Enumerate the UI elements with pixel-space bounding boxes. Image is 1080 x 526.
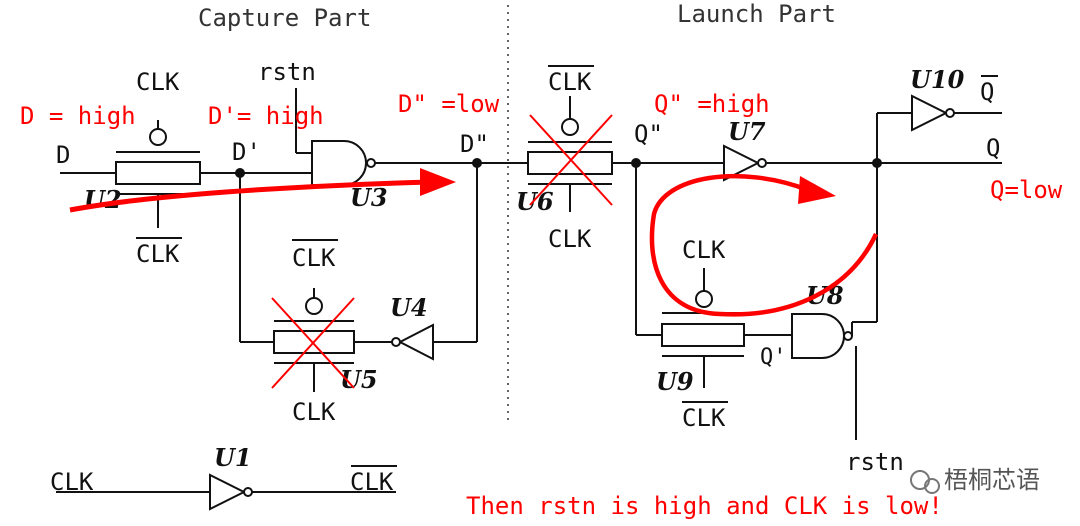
u1-clkbar-label: CLK <box>350 468 394 496</box>
ddprime-label: D" <box>460 130 489 158</box>
u8-rstn-label: rstn <box>846 448 904 476</box>
u2-clkbar-label: CLK <box>136 240 180 268</box>
qdprime-high-annotation: Q" =high <box>654 90 770 118</box>
ddprime-low-annotation: D" =low <box>398 90 500 118</box>
caption-annotation: Then rstn is high and CLK is low! <box>466 492 943 520</box>
u3-label: U3 <box>350 183 388 212</box>
q-low-annotation: Q=low <box>990 176 1063 204</box>
u8-nand-gate <box>791 313 853 359</box>
u9-clk-label: CLK <box>682 236 726 264</box>
qbar-label: Q <box>980 78 994 106</box>
launch-loop-arrow <box>649 173 879 317</box>
watermark: 梧桐芯语 <box>910 466 1040 494</box>
capture-flow-arrow <box>69 168 456 213</box>
u2-label: U2 <box>84 185 122 214</box>
u2-clk-label: CLK <box>136 68 180 96</box>
launch-part-title: Launch Part <box>677 0 836 28</box>
watermark-text: 梧桐芯语 <box>944 466 1040 494</box>
u1-inverter <box>209 473 253 511</box>
u5-clk-label: CLK <box>292 398 336 426</box>
dprime-high-annotation: D'= high <box>208 102 324 130</box>
u1-label: U1 <box>214 443 252 472</box>
u4-inverter <box>391 323 434 361</box>
dprime-label: D' <box>232 138 261 166</box>
u6-clkbar-label: CLK <box>548 68 592 96</box>
qdprime-label: Q" <box>634 120 663 148</box>
u4-label: U4 <box>390 293 428 322</box>
u9-clkbar-label: CLK <box>682 404 726 432</box>
u7-label: U7 <box>728 117 766 146</box>
u3-nand-gate <box>311 140 376 186</box>
d-input-label: D <box>56 141 70 169</box>
u10-label: U10 <box>910 65 965 94</box>
u2-transmission-gate <box>115 120 201 228</box>
u5-disabled-cross <box>271 297 355 389</box>
u9-transmission-gate <box>661 268 745 388</box>
u5-transmission-gate <box>273 288 355 392</box>
capture-part-title: Capture Part <box>198 4 371 32</box>
q-label: Q <box>986 134 1000 162</box>
wechat-icon <box>910 470 930 490</box>
qprime-label: Q' <box>760 345 787 370</box>
u9-label: U9 <box>656 367 694 396</box>
d-high-annotation: D = high <box>20 102 136 130</box>
u10-inverter <box>911 94 955 132</box>
u6-label: U6 <box>516 187 554 216</box>
u5-clkbar-label: CLK <box>292 244 336 272</box>
u6-disabled-cross <box>529 114 613 206</box>
u3-rstn-label: rstn <box>258 58 316 86</box>
u6-clk-label: CLK <box>548 225 592 253</box>
